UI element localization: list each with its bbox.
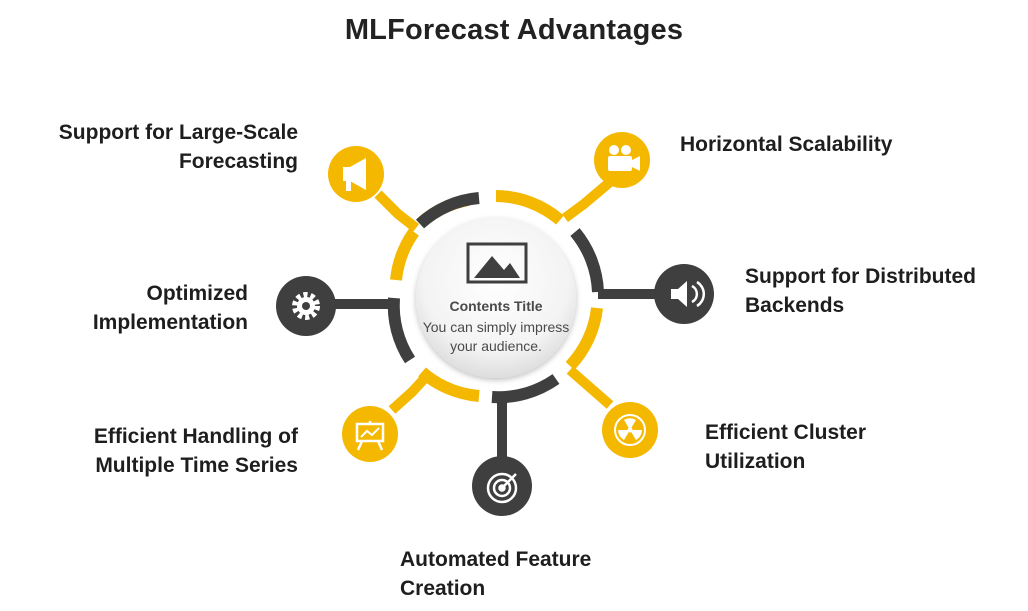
- target-icon: [486, 472, 518, 504]
- label-line: Horizontal Scalability: [680, 133, 893, 156]
- speaker-icon: [671, 280, 706, 308]
- center-title: Contents Title: [449, 298, 543, 314]
- connector-1: [374, 190, 420, 232]
- label-line: Support for Large-Scale: [58, 121, 298, 144]
- label-line: Multiple Time Series: [95, 454, 298, 477]
- label-optimized-implementation: Optimized Implementation: [0, 279, 248, 337]
- label-line: Creation: [400, 577, 486, 600]
- label-horizontal-scalability: Horizontal Scalability: [680, 130, 892, 159]
- ring: [387, 190, 604, 404]
- label-line: Automated Feature: [400, 548, 592, 571]
- ring-segment-right: [570, 228, 604, 293]
- label-line: Implementation: [92, 311, 248, 334]
- ring-segment-bottom: [491, 374, 560, 404]
- ring-segment-lower-left: [418, 367, 480, 402]
- label-feature-creation: Automated Feature Creation: [400, 545, 591, 603]
- video-camera-icon: [608, 145, 640, 171]
- label-line: Backends: [745, 294, 845, 317]
- gear-icon: [292, 292, 320, 320]
- ring-segment-top-left-dark: [415, 192, 480, 229]
- label-line: Efficient Cluster: [705, 421, 867, 444]
- presentation-board-icon: [355, 421, 385, 451]
- ring-segment-lower-right: [565, 307, 603, 371]
- center-body: You can simply impress your audience.: [422, 319, 570, 354]
- page-title: MLForecast Advantages: [344, 14, 684, 46]
- connector-2: [562, 178, 614, 223]
- label-large-scale-forecasting: Support for Large-Scale Forecasting: [0, 118, 298, 176]
- label-line: Efficient Handling of: [93, 425, 298, 448]
- label-distributed-backends: Support for Distributed Backends: [745, 262, 976, 320]
- ring-segment-upper-left: [390, 228, 419, 281]
- label-line: Support for Distributed: [745, 265, 976, 288]
- radiation-icon: [614, 414, 646, 446]
- picture-icon: [466, 242, 528, 284]
- label-cluster-utilization: Efficient Cluster Utilization: [705, 418, 866, 476]
- ring-segment-top: [495, 190, 564, 225]
- center-circle: [416, 218, 576, 378]
- label-line: Optimized: [146, 282, 248, 305]
- connector-6: [388, 374, 429, 414]
- label-multiple-time-series: Efficient Handling of Multiple Time Seri…: [0, 422, 298, 480]
- label-line: Utilization: [705, 450, 806, 473]
- connector-4: [566, 366, 614, 409]
- label-line: Forecasting: [178, 150, 298, 173]
- connectors: [334, 178, 655, 458]
- megaphone-icon: [343, 158, 366, 191]
- ring-segment-left: [387, 297, 416, 364]
